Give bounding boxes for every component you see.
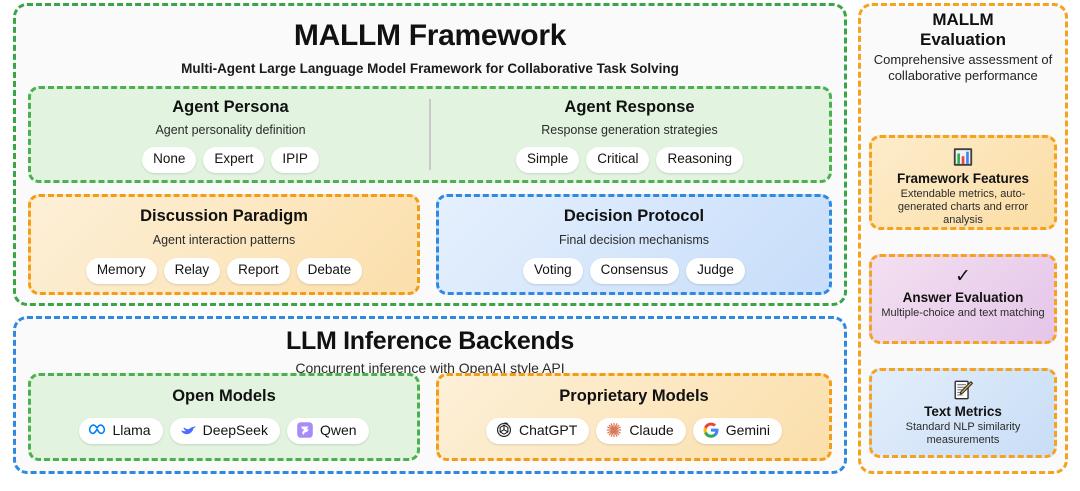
model-chip-gemini[interactable]: Gemini (692, 417, 783, 444)
agent-configuration-panel: Agent Persona Agent personality definiti… (28, 86, 832, 183)
agent-persona-section: Agent Persona Agent personality definiti… (31, 89, 430, 180)
proprietary-models-panel: Proprietary Models ChatGPT (436, 373, 832, 461)
agent-response-section: Agent Response Response generation strat… (430, 89, 829, 180)
paradigm-option-report[interactable]: Report (227, 258, 290, 284)
model-label-chatgpt: ChatGPT (518, 421, 578, 438)
proprietary-models-list: ChatGPT (439, 417, 829, 444)
bar-chart-icon (879, 144, 1047, 170)
framework-subtitle: Multi-Agent Large Language Model Framewo… (181, 60, 679, 76)
response-option-simple[interactable]: Simple (515, 147, 580, 173)
decision-protocol-subtitle: Final decision mechanisms (558, 232, 710, 247)
text-metrics-title: Text Metrics (924, 404, 1002, 419)
agent-response-subtitle: Response generation strategies (541, 122, 718, 137)
open-models-list: Llama DeepSeek Qwen (31, 417, 417, 444)
text-metrics-subtitle: Standard NLP similarity measurements (905, 421, 1021, 447)
evaluation-title-line1: MALLM (932, 10, 994, 29)
protocol-option-voting[interactable]: Voting (523, 258, 583, 284)
openai-logo-icon (495, 421, 513, 439)
response-option-reasoning[interactable]: Reasoning (656, 147, 744, 173)
discussion-paradigm-options: Memory Relay Report Debate (31, 258, 417, 284)
agent-persona-subtitle: Agent personality definition (155, 122, 306, 137)
meta-logo-icon (88, 421, 106, 439)
proprietary-models-title: Proprietary Models (559, 387, 709, 405)
evaluation-subtitle: Comprehensive assessment of collaborativ… (873, 52, 1053, 83)
panel-divider (429, 99, 431, 170)
model-chip-llama[interactable]: Llama (79, 417, 163, 444)
decision-protocol-title: Decision Protocol (563, 207, 705, 225)
backends-title: LLM Inference Backends (286, 327, 574, 355)
evaluation-header: MALLM Evaluation Comprehensive assessmen… (866, 10, 1060, 84)
check-mark-icon: ✓ (955, 265, 971, 287)
persona-option-expert[interactable]: Expert (203, 147, 265, 173)
discussion-paradigm-title: Discussion Paradigm (140, 207, 308, 225)
claude-burst-icon (605, 421, 623, 439)
model-label-deepseek: DeepSeek (202, 421, 268, 438)
discussion-paradigm-panel: Discussion Paradigm Agent interaction pa… (28, 194, 420, 295)
paradigm-option-relay[interactable]: Relay (163, 258, 221, 284)
framework-features-title: Framework Features (896, 171, 1030, 186)
framework-features-subtitle: Extendable metrics, auto-generated chart… (897, 188, 1029, 227)
model-label-gemini: Gemini (725, 421, 771, 438)
paradigm-option-memory[interactable]: Memory (85, 258, 157, 284)
evaluation-title-line2: Evaluation (920, 29, 1006, 49)
model-label-qwen: Qwen (319, 421, 357, 438)
evaluation-card-answer-evaluation[interactable]: ✓ Answer Evaluation Multiple-choice and … (869, 254, 1057, 344)
model-chip-claude[interactable]: Claude (596, 417, 686, 444)
backends-subtitle: Concurrent inference with OpenAI style A… (295, 360, 565, 376)
answer-evaluation-subtitle: Multiple-choice and text matching (881, 307, 1045, 320)
agent-persona-title: Agent Persona (172, 98, 289, 116)
protocol-option-judge[interactable]: Judge (686, 258, 745, 284)
model-label-llama: Llama (112, 421, 151, 438)
persona-option-none[interactable]: None (142, 147, 197, 173)
paradigm-option-debate[interactable]: Debate (296, 258, 363, 284)
agent-response-title: Agent Response (564, 98, 695, 116)
response-option-critical[interactable]: Critical (586, 147, 650, 173)
model-chip-chatgpt[interactable]: ChatGPT (485, 417, 590, 444)
discussion-paradigm-subtitle: Agent interaction patterns (152, 232, 296, 247)
google-g-icon (702, 421, 720, 439)
open-models-panel: Open Models Llama DeepSeek (28, 373, 420, 461)
framework-title: MALLM Framework (293, 19, 567, 52)
protocol-option-consensus[interactable]: Consensus (589, 258, 680, 284)
memo-pencil-icon (879, 377, 1047, 403)
model-chip-deepseek[interactable]: DeepSeek (169, 417, 280, 444)
model-label-claude: Claude (629, 421, 674, 438)
deepseek-whale-icon (179, 421, 197, 439)
model-chip-qwen[interactable]: Qwen (286, 417, 369, 444)
answer-evaluation-title: Answer Evaluation (902, 290, 1024, 305)
decision-protocol-options: Voting Consensus Judge (439, 258, 829, 284)
persona-option-ipip[interactable]: IPIP (271, 147, 319, 173)
evaluation-card-framework-features[interactable]: Framework Features Extendable metrics, a… (869, 135, 1057, 230)
agent-persona-options: None Expert IPIP (31, 147, 430, 173)
evaluation-card-text-metrics[interactable]: Text Metrics Standard NLP similarity mea… (869, 368, 1057, 458)
agent-response-options: Simple Critical Reasoning (430, 147, 829, 173)
decision-protocol-panel: Decision Protocol Final decision mechani… (436, 194, 832, 295)
qwen-logo-icon (296, 421, 314, 439)
open-models-title: Open Models (172, 387, 276, 405)
